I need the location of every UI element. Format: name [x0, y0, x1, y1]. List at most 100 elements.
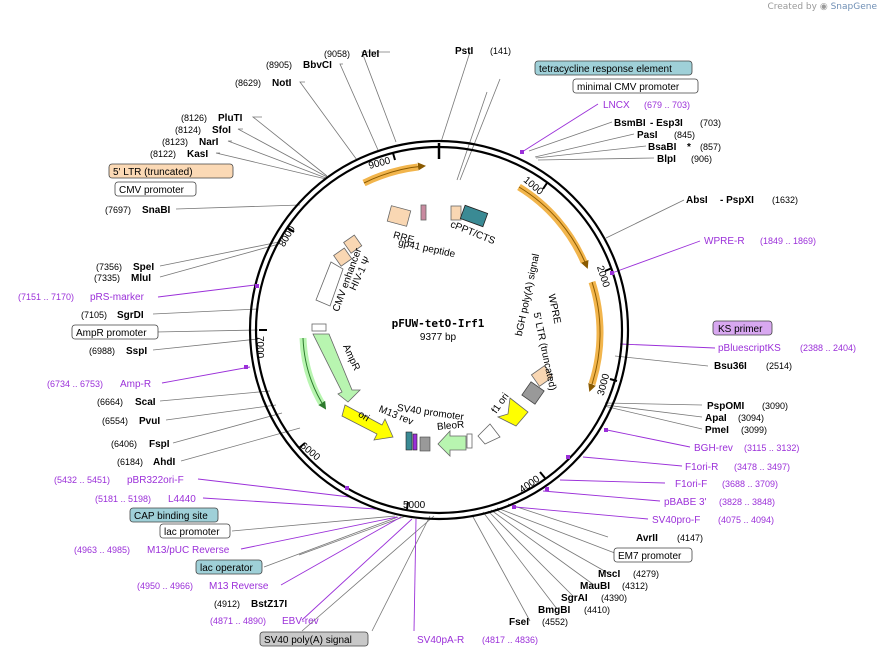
primer-f1ori-r: F1ori-R	[685, 462, 718, 473]
cppt-box	[450, 205, 462, 221]
gray-box-right	[521, 381, 545, 405]
ltr-box-right	[530, 365, 554, 387]
enzyme-maubi: MauBI	[580, 581, 610, 592]
enzyme-nari: NarI	[199, 137, 219, 148]
primer-m13-reverse: M13 Reverse	[209, 581, 269, 592]
feature-arrow-orange-right2-line	[588, 281, 601, 392]
primer-lines	[157, 103, 716, 632]
enzyme-bsmbi: BsmBI	[614, 118, 646, 129]
scale-ticks	[259, 152, 618, 510]
enzyme-pluti-pos: (8126)	[181, 113, 207, 123]
enzyme-scai: ScaI	[135, 397, 156, 408]
ampr-arrow	[312, 333, 361, 403]
enzyme-bbvci: BbvCI	[303, 60, 332, 71]
primer-amp-r: Amp-R	[120, 379, 151, 390]
ampr-promoter-box	[311, 323, 327, 332]
enzyme-pspxi: - PspXI	[720, 195, 754, 206]
enzyme-avrii-pos: (4147)	[677, 533, 703, 543]
enzyme-blpi-pos: (906)	[691, 154, 712, 164]
enzyme-avrii: AvrII	[636, 533, 658, 544]
enzyme-kasi: KasI	[187, 149, 208, 160]
enzyme-sgrdi: SgrDI	[117, 310, 144, 321]
enzyme-spei-pos: (7356)	[96, 262, 122, 272]
leader-lines	[152, 51, 709, 632]
tick-9000: 9000	[367, 155, 392, 171]
enzyme-noti-pos: (8629)	[235, 78, 261, 88]
primer-pbr322: pBR322ori-F	[127, 475, 184, 486]
primer-bgh-rev-range: (3115 .. 3132)	[744, 443, 799, 453]
enzyme-bstz17i: BstZ17I	[251, 599, 287, 610]
enzyme-noti: NotI	[272, 78, 292, 89]
primer-l4440-range: (5181 .. 5198)	[95, 494, 151, 504]
box-cap-site: CAP binding site	[134, 511, 208, 522]
label-rre: RRE	[392, 230, 416, 246]
primer-pbr322-range: (5432 .. 5451)	[54, 475, 110, 485]
enzyme-pspomi: PspOMI	[707, 401, 744, 412]
enzyme-alei-pos: (9058)	[324, 49, 350, 59]
lac-box	[412, 433, 418, 451]
enzyme-ahdi-pos: (6184)	[117, 457, 143, 467]
enzyme-absi: AbsI	[686, 195, 708, 206]
enzyme-bsu36i-pos: (2514)	[766, 361, 792, 371]
enzyme-sfoi-pos: (8124)	[175, 125, 201, 135]
enzyme-bsu36i: Bsu36I	[714, 361, 747, 372]
enzyme-bstz17i-pos: (4912)	[214, 599, 240, 609]
enzyme-esp3i: - Esp3I	[650, 118, 683, 129]
enzyme-bsmbi-pos: (703)	[700, 118, 721, 128]
enzyme-spei: SpeI	[133, 262, 154, 273]
enzyme-pasi: PasI	[637, 130, 658, 141]
gp41-box	[420, 204, 427, 221]
primer-lncx: LNCX	[603, 100, 630, 111]
enzyme-maubi-pos: (4312)	[622, 581, 648, 591]
enzyme-sfoi: SfoI	[212, 125, 231, 136]
enzyme-blpi: BlpI	[657, 154, 676, 165]
feature-arrow-orange-top-line	[363, 162, 426, 184]
credit-brand: SnapGene	[830, 2, 877, 12]
ori-arrow	[341, 404, 394, 441]
snapgene-credit: Created by ◉ SnapGene	[767, 2, 877, 12]
enzyme-absi-pos: (1632)	[772, 195, 798, 205]
box-min-cmv: minimal CMV promoter	[577, 82, 680, 93]
boxed-labels: tetracycline response element minimal CM…	[71, 60, 773, 647]
primer-marks	[244, 150, 614, 509]
feature-arrow-orange-right1-line	[518, 186, 589, 269]
feature-arrow-green-left-line	[302, 337, 327, 410]
box-em7: EM7 promoter	[618, 551, 682, 562]
enzyme-pasi-pos: (845)	[674, 130, 695, 140]
tick-4000: 4000	[518, 474, 543, 496]
plasmid-size: 9377 bp	[420, 332, 457, 343]
enzyme-sspi: SspI	[126, 346, 147, 357]
m13-striped-box	[405, 431, 413, 451]
primer-pbluescriptks-range: (2388 .. 2404)	[800, 343, 856, 353]
sv40prom-box	[466, 433, 473, 449]
label-wpre: WPRE	[545, 293, 562, 325]
primer-sv40pa-r-range: (4817 .. 4836)	[482, 635, 538, 645]
cmv-small-box2	[333, 247, 353, 267]
enzyme-pmei-pos: (3099)	[741, 425, 767, 435]
sv40-pa-box	[419, 436, 431, 452]
tick-5000: 5000	[403, 500, 426, 511]
box-tet-resp: tetracycline response element	[539, 64, 672, 75]
enzyme-sgrai: SgrAI	[561, 593, 588, 604]
enzyme-bmgbi-pos: (4410)	[584, 605, 610, 615]
primer-wpre-r: WPRE-R	[704, 236, 745, 247]
enzyme-bsabi-star: *	[687, 142, 691, 153]
primer-sv40pa-r: SV40pA-R	[417, 635, 464, 646]
primer-bgh-rev: BGH-rev	[694, 443, 733, 454]
enzyme-pmei: PmeI	[705, 425, 729, 436]
enzyme-mlui: MluI	[131, 273, 151, 284]
primer-f1ori-r-range: (3478 .. 3497)	[734, 462, 790, 472]
enzyme-nari-pos: (8123)	[162, 137, 188, 147]
snapgene-logo-icon: ◉	[819, 2, 828, 12]
enzyme-pspomi-pos: (3090)	[762, 401, 788, 411]
enzyme-bsabi: BsaBI	[648, 142, 677, 153]
enzyme-msci-pos: (4279)	[633, 569, 659, 579]
enzyme-scai-pos: (6664)	[97, 397, 123, 407]
primer-prs-marker-range: (7151 .. 7170)	[18, 292, 74, 302]
enzyme-kasi-pos: (8122)	[150, 149, 176, 159]
primer-lncx-range: (679 .. 703)	[644, 100, 690, 110]
bleor-arrow	[437, 429, 467, 457]
cmv-enhancer-arrow	[315, 261, 344, 307]
credit-prefix: Created by	[767, 2, 817, 12]
